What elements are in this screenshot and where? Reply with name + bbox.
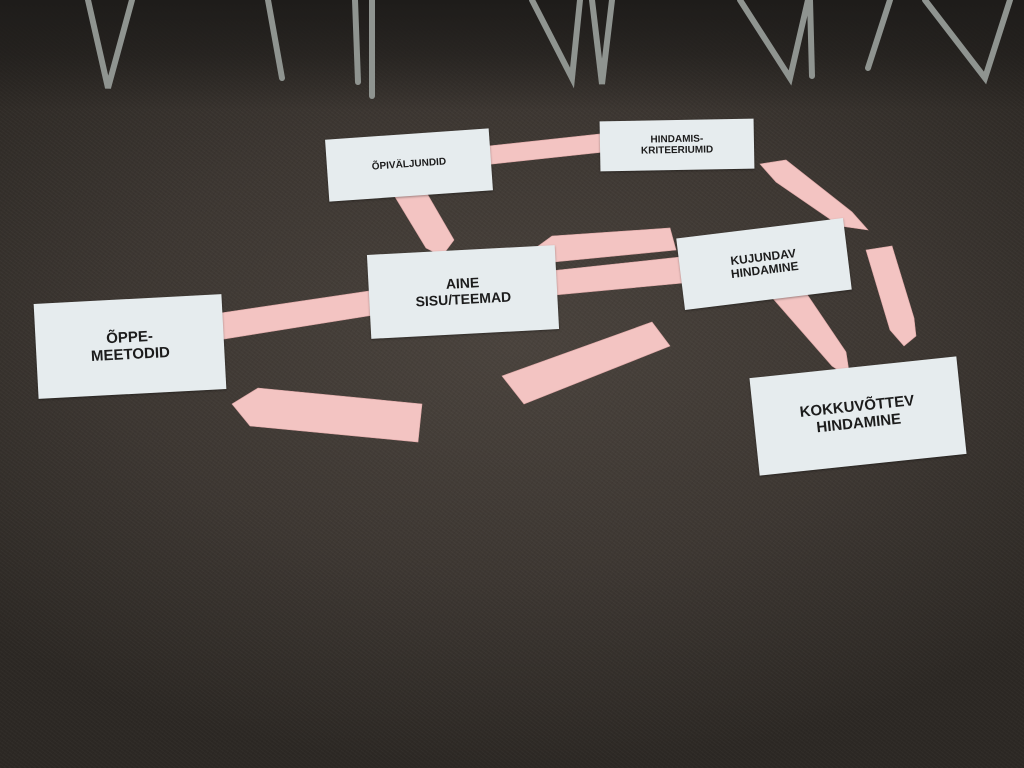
card-opivaljundid: ÕPIVÄLJUNDID [325, 128, 493, 202]
background-shadow [0, 0, 1024, 110]
card-hindamiskriteeriumid: HINDAMIS- KRITEERIUMID [599, 118, 755, 172]
arrow-shape [501, 321, 671, 405]
chair-leg [265, 0, 285, 81]
connector-strip [213, 289, 381, 341]
chair-leg [737, 0, 811, 86]
arrow-shape [231, 387, 423, 443]
chair-leg [352, 0, 361, 85]
chair-leg [807, 0, 815, 79]
card-oppemeetodid: ÕPPE- MEETODID [33, 294, 227, 399]
chair-leg [529, 0, 583, 89]
card-aine-sisu-teemad: AINE SISU/TEEMAD [366, 245, 560, 339]
chair-leg [85, 0, 135, 89]
chair-leg [865, 0, 893, 71]
arrow-shape [759, 159, 869, 231]
arrow-shape [865, 245, 917, 347]
chair-legs [85, 0, 1013, 99]
chair-leg [922, 0, 1013, 85]
connector-strip [539, 255, 695, 297]
chair-leg [589, 0, 615, 85]
